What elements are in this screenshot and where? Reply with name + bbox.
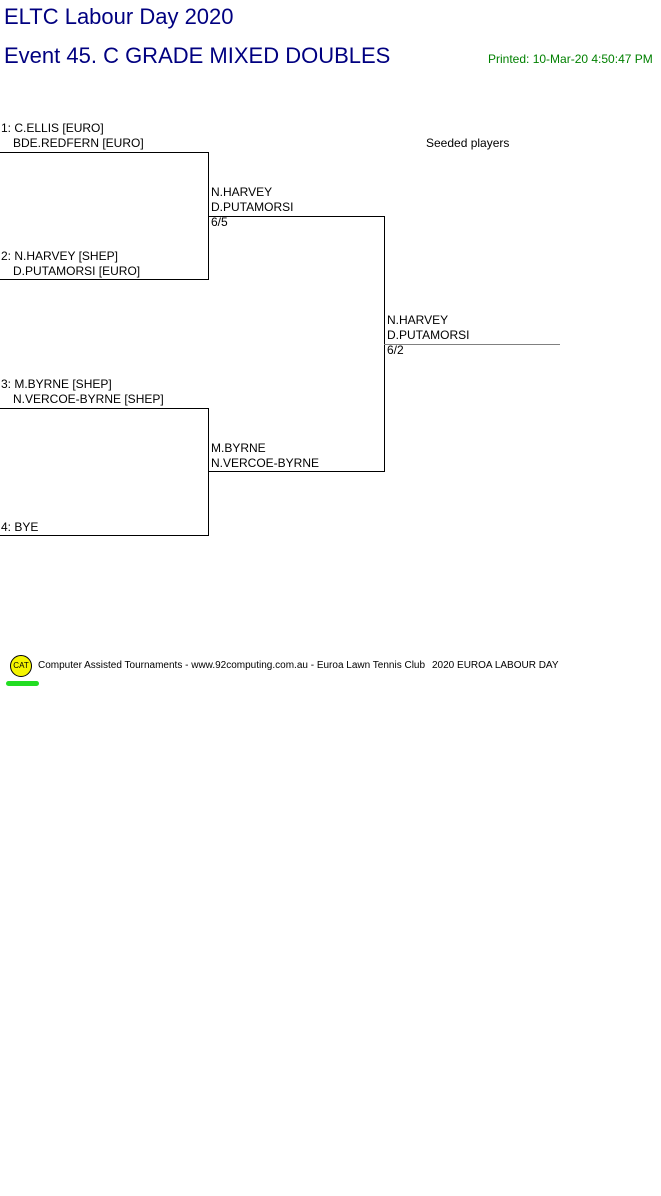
draw-line: [0, 535, 208, 536]
page-title: ELTC Labour Day 2020: [4, 4, 234, 29]
draw-entry-3-player1: 3: M.BYRNE [SHEP]: [1, 377, 112, 391]
draw-entry-2-player1: 2: N.HARVEY [SHEP]: [1, 249, 118, 263]
draw-connector: [208, 408, 209, 536]
event-title: Event 45. C GRADE MIXED DOUBLES: [4, 43, 391, 68]
draw-entry-3-player2: N.VERCOE-BYRNE [SHEP]: [13, 392, 164, 406]
seeded-players-label: Seeded players: [426, 136, 510, 150]
logo-underline: [6, 681, 39, 686]
draw-entry-1-player1: 1: C.ELLIS [EURO]: [1, 121, 104, 135]
final-player1: N.HARVEY: [387, 313, 449, 327]
footer-tournament: 2020 EUROA LABOUR DAY: [432, 660, 559, 671]
draw-line: [384, 344, 560, 345]
round2-match1-score: 6/5: [211, 215, 228, 229]
draw-line: [0, 152, 208, 153]
round2-match2-player2: N.VERCOE-BYRNE: [211, 456, 320, 470]
draw-entry-2-player2: D.PUTAMORSI [EURO]: [13, 264, 141, 278]
draw-line: [208, 471, 384, 472]
printed-timestamp: Printed: 10-Mar-20 4:50:47 PM: [488, 52, 653, 66]
draw-line: [0, 408, 208, 409]
cat-logo-icon: CAT: [10, 655, 32, 677]
footer-credit: Computer Assisted Tournaments - www.92co…: [38, 660, 426, 671]
round2-match1-player2: D.PUTAMORSI: [211, 200, 294, 214]
draw-entry-1-player2: BDE.REDFERN [EURO]: [13, 136, 144, 150]
final-score: 6/2: [387, 343, 404, 357]
draw-line: [208, 216, 384, 217]
draw-line: [0, 279, 208, 280]
final-player2: D.PUTAMORSI: [387, 328, 470, 342]
round2-match1-player1: N.HARVEY: [211, 185, 273, 199]
draw-entry-4-player1: 4: BYE: [1, 520, 39, 534]
round2-match2-player1: M.BYRNE: [211, 441, 266, 455]
